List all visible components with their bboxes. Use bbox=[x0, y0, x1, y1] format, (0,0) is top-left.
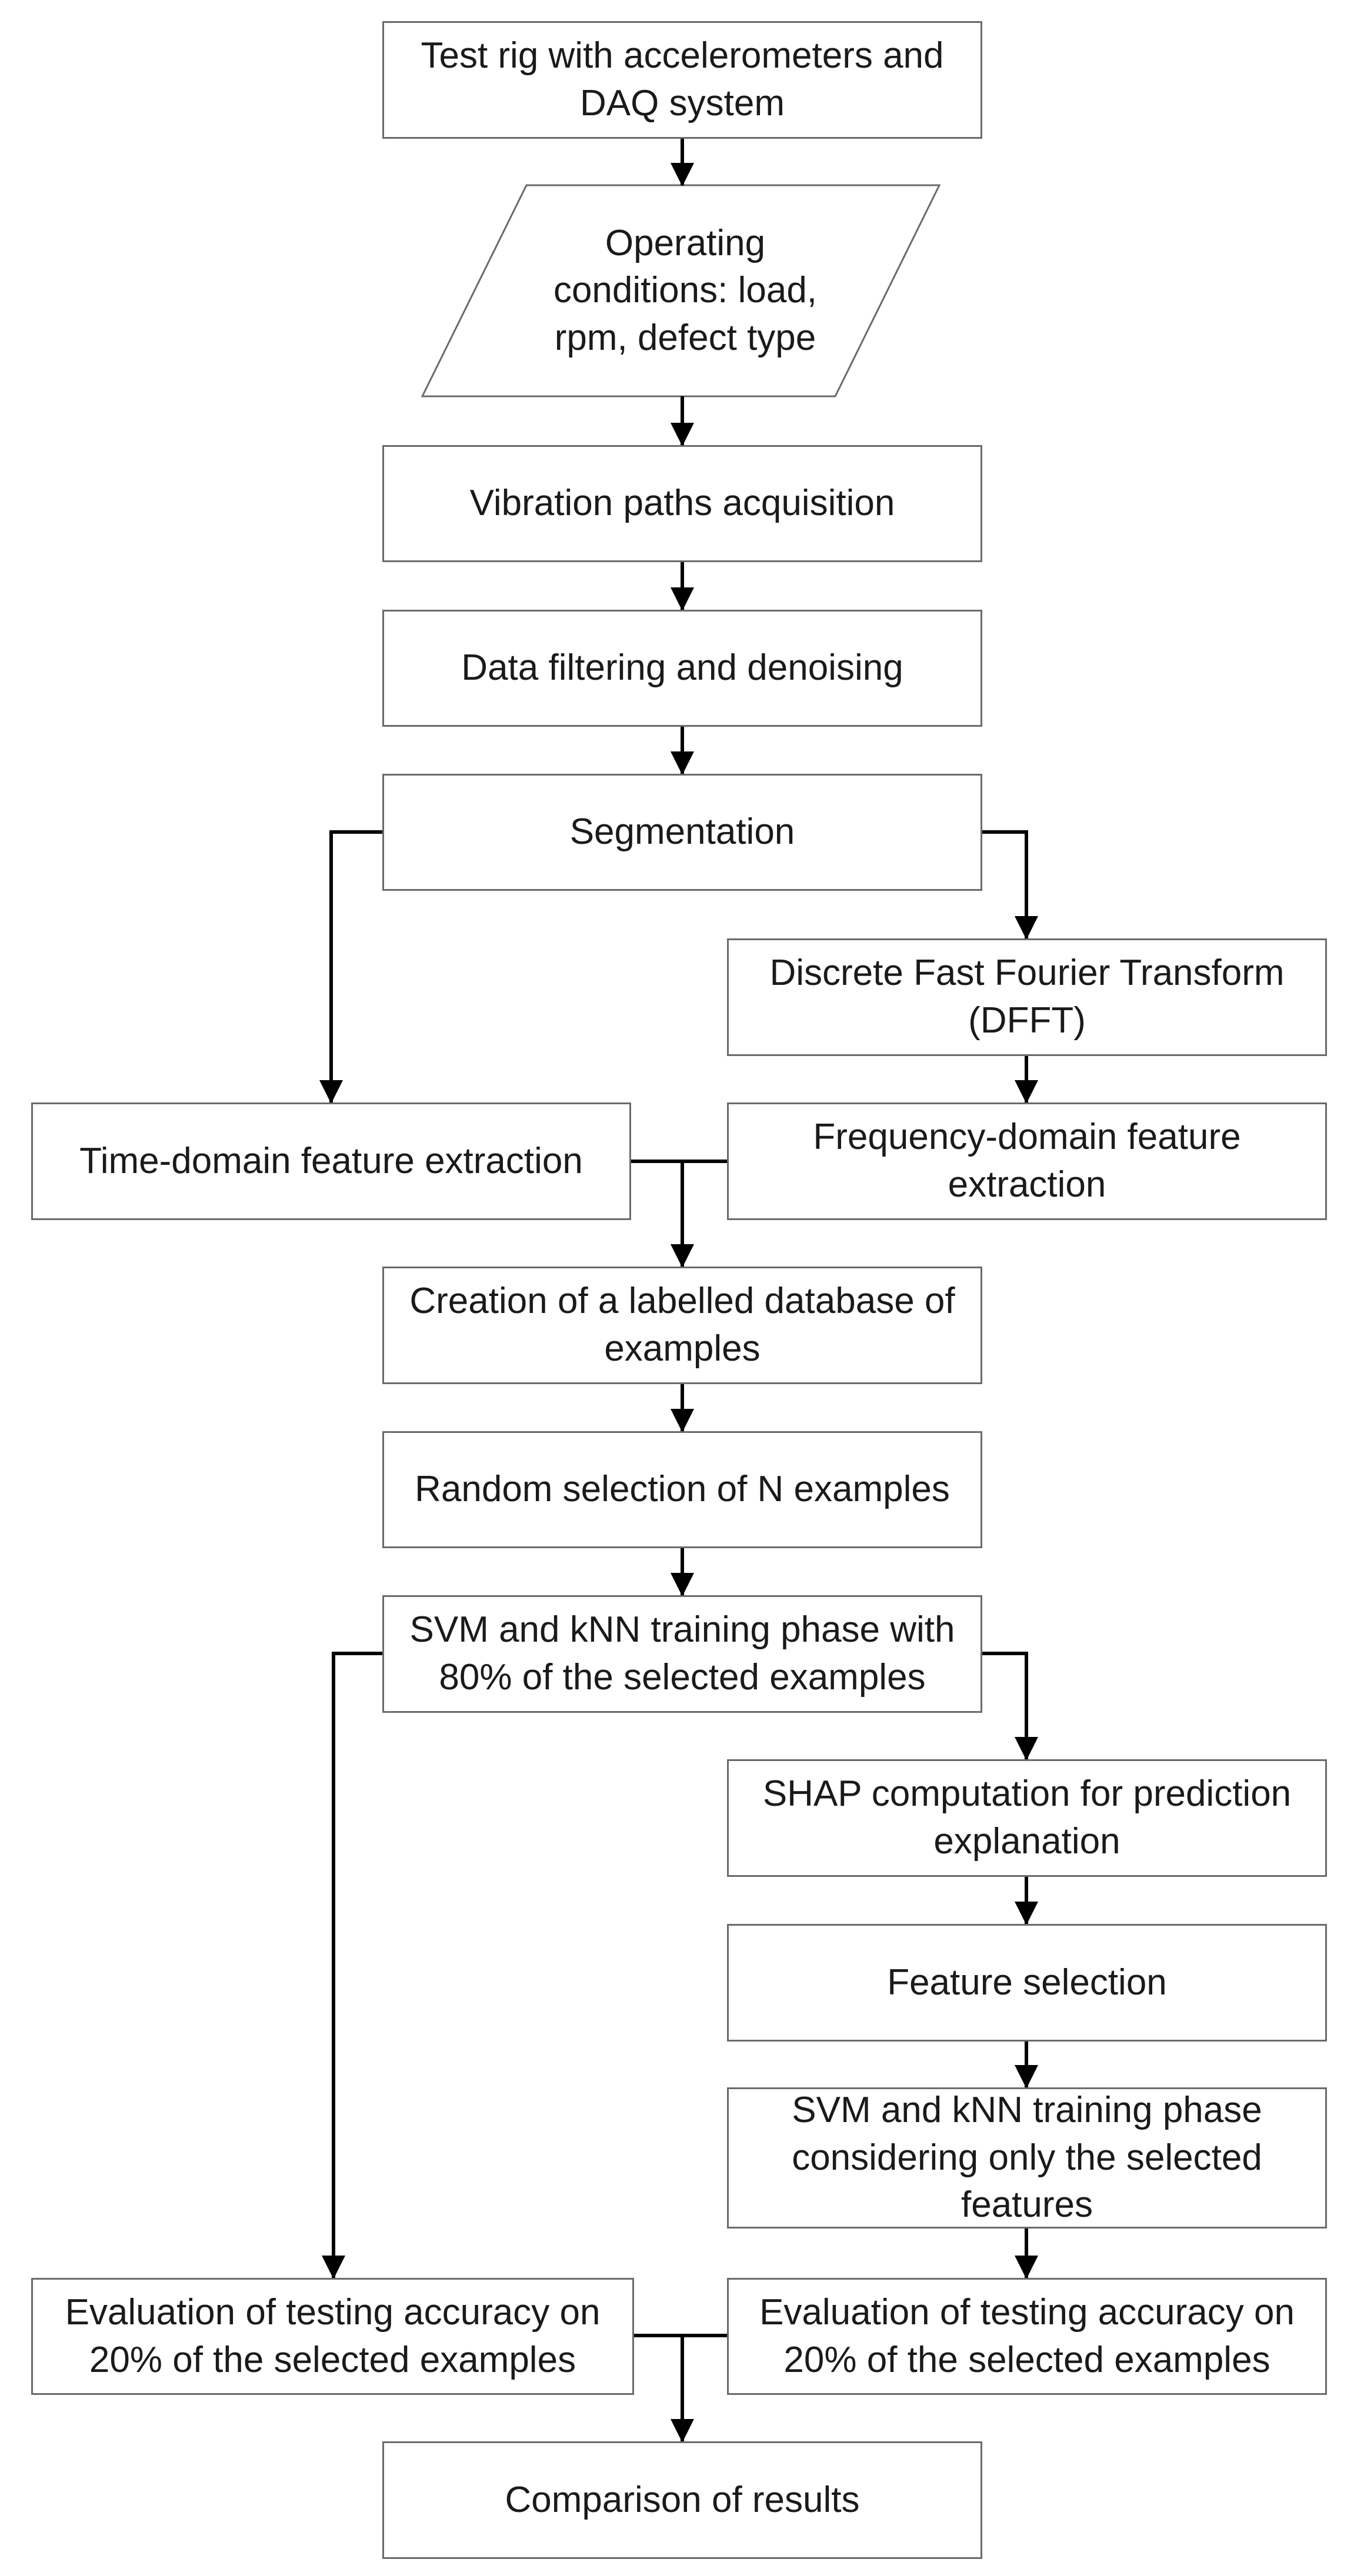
eval-left-box: Evaluation of testing accuracy on 20% of… bbox=[31, 2278, 634, 2395]
feature-selection-label: Feature selection bbox=[887, 1962, 1167, 2003]
eval-left-label: Evaluation of testing accuracy on 20% of… bbox=[65, 2291, 601, 2380]
training-selected-box: SVM and kNN training phase considering o… bbox=[727, 2087, 1327, 2228]
feature-selection-box: Feature selection bbox=[727, 1924, 1327, 2042]
dfft-box: Discrete Fast Fourier Transform (DFFT) bbox=[727, 938, 1327, 1056]
arrow-segmentation-to-dfft bbox=[982, 830, 1038, 940]
time-domain-label: Time-domain feature extraction bbox=[79, 1140, 583, 1181]
arrow-training-to-eval-left bbox=[322, 1652, 382, 2279]
time-domain-box: Time-domain feature extraction bbox=[31, 1102, 631, 1220]
training-selected-label: SVM and kNN training phase considering o… bbox=[792, 2090, 1262, 2226]
dfft-label: Discrete Fast Fourier Transform (DFFT) bbox=[769, 953, 1285, 1041]
shap-label: SHAP computation for prediction explanat… bbox=[762, 1773, 1292, 1862]
test-rig-box: Test rig with accelerometers and DAQ sys… bbox=[382, 21, 982, 139]
segmentation-box: Segmentation bbox=[382, 774, 982, 891]
vibration-acquisition-box: Vibration paths acquisition bbox=[382, 445, 982, 562]
operating-conditions-shape bbox=[421, 184, 941, 397]
comparison-box: Comparison of results bbox=[382, 2441, 982, 2559]
random-selection-label: Random selection of N examples bbox=[415, 1469, 950, 1510]
database-box: Creation of a labelled database of examp… bbox=[382, 1267, 982, 1384]
shap-box: SHAP computation for prediction explanat… bbox=[727, 1759, 1327, 1877]
comparison-label: Comparison of results bbox=[505, 2479, 860, 2520]
operating-conditions-label: Operating conditions: load, rpm, defect … bbox=[553, 222, 818, 358]
frequency-domain-label: Frequency-domain feature extraction bbox=[813, 1117, 1241, 1205]
operating-conditions-box: Operating conditions: load, rpm, defect … bbox=[526, 185, 844, 396]
eval-right-box: Evaluation of testing accuracy on 20% of… bbox=[727, 2278, 1327, 2395]
arrow-segmentation-to-time bbox=[319, 830, 382, 1104]
segmentation-label: Segmentation bbox=[569, 811, 795, 853]
filtering-label: Data filtering and denoising bbox=[461, 647, 903, 689]
filtering-box: Data filtering and denoising bbox=[382, 610, 982, 727]
frequency-domain-box: Frequency-domain feature extraction bbox=[727, 1102, 1327, 1220]
vibration-acquisition-label: Vibration paths acquisition bbox=[469, 483, 895, 524]
training-box: SVM and kNN training phase with 80% of t… bbox=[382, 1595, 982, 1713]
test-rig-label: Test rig with accelerometers and DAQ sys… bbox=[421, 35, 944, 123]
random-selection-box: Random selection of N examples bbox=[382, 1431, 982, 1548]
training-label: SVM and kNN training phase with 80% of t… bbox=[409, 1609, 955, 1698]
eval-right-label: Evaluation of testing accuracy on 20% of… bbox=[759, 2291, 1295, 2380]
arrow-training-to-shap bbox=[982, 1652, 1038, 1760]
database-label: Creation of a labelled database of examp… bbox=[409, 1281, 955, 1369]
